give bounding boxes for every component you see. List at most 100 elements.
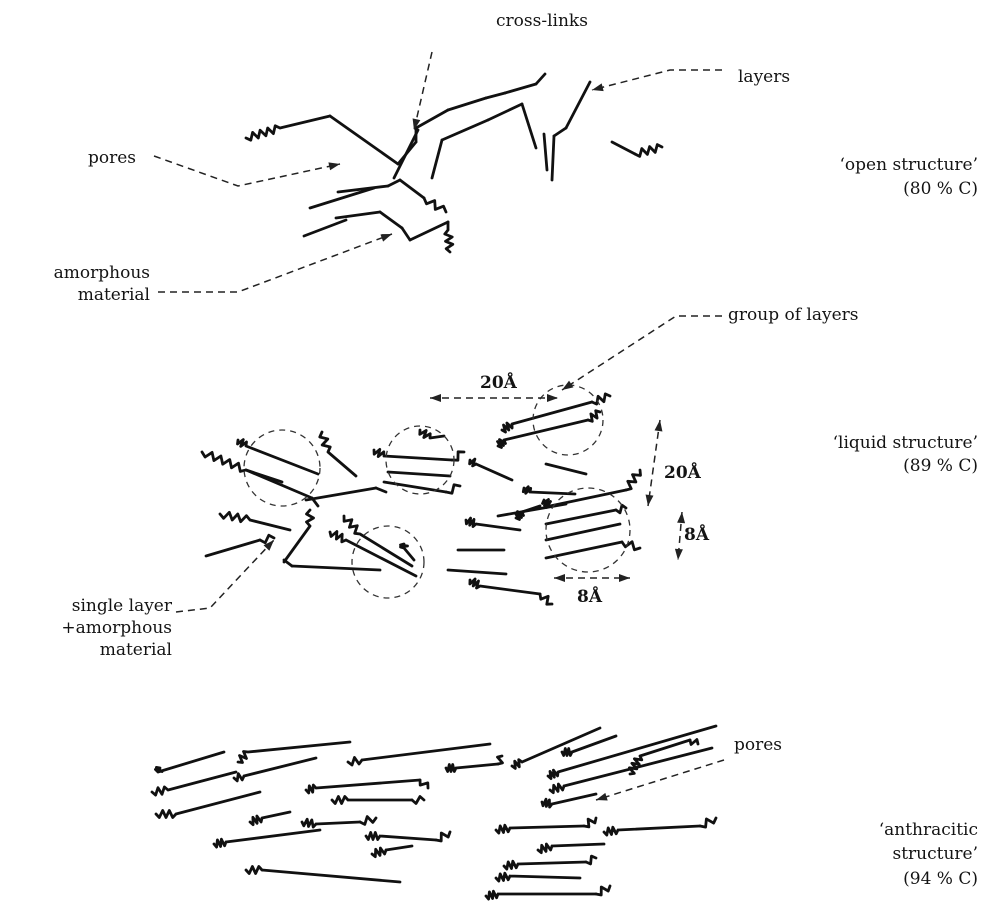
- carbon-layer: [546, 464, 586, 474]
- carbon-layer: [330, 116, 398, 164]
- leader-arrows: [154, 52, 724, 801]
- carbon-layer: [536, 74, 545, 84]
- open-structure-carbon: (80 % C): [770, 178, 978, 200]
- carbon-layer: [410, 222, 448, 240]
- carbon-layer: [292, 566, 380, 570]
- carbon-layer: [562, 736, 616, 756]
- carbon-layer: [466, 518, 520, 530]
- carbon-layer: [554, 128, 566, 136]
- carbon-layer: [552, 136, 554, 180]
- carbon-layer: [246, 470, 312, 498]
- carbon-layer: [446, 485, 460, 493]
- group-of-layers-label: group of layers: [728, 304, 859, 326]
- amorphous-label-line2: material: [20, 284, 150, 306]
- carbon-layer: [238, 440, 319, 474]
- carbon-layer: [152, 772, 236, 795]
- carbon-layer: [546, 542, 622, 558]
- carbon-layer: [366, 833, 436, 841]
- dimension-20a-vertical: 20Å: [664, 462, 701, 484]
- amorphous-arrow-head: [380, 234, 392, 242]
- carbon-layer: [214, 830, 320, 847]
- carbon-layer: [284, 560, 292, 566]
- carbon-layer: [400, 180, 424, 198]
- carbon-layer: [540, 594, 552, 604]
- amorphous-label-line1: amorphous: [20, 262, 150, 284]
- carbon-layer: [348, 744, 490, 765]
- single-layer-label-line2: +amorphous: [20, 617, 172, 639]
- carbon-layer: [690, 740, 698, 745]
- carbon-layer: [442, 120, 488, 140]
- anthracitic-structure-label-line1: ‘anthracitic: [770, 819, 978, 841]
- carbon-layer: [388, 180, 400, 186]
- carbon-layer: [700, 818, 716, 827]
- carbon-layer: [604, 826, 700, 835]
- carbon-layer: [622, 542, 640, 550]
- carbon-layer: [448, 98, 486, 110]
- carbon-layer: [380, 212, 402, 228]
- carbon-layer: [586, 856, 596, 864]
- dim-8-vertical-arrow-head: [675, 549, 683, 560]
- dimension-8a-vertical: 8Å: [684, 524, 709, 546]
- carbon-layer: [592, 394, 610, 404]
- layers-arrow: [592, 70, 722, 90]
- carbon-layer: [488, 104, 522, 120]
- liquid-structure-label: ‘liquid structure’: [770, 432, 978, 454]
- dim-8-horizontal-arrow-head: [619, 574, 630, 582]
- carbon-layer: [336, 212, 380, 218]
- carbon-layer: [374, 449, 452, 460]
- amorphous-arrow: [158, 234, 392, 292]
- carbon-layer: [470, 459, 512, 480]
- carbon-layer: [220, 512, 290, 530]
- carbon-layer: [448, 570, 506, 574]
- carbon-layer: [306, 780, 420, 793]
- carbon-layer: [502, 402, 592, 432]
- carbon-layer: [612, 142, 635, 154]
- carbon-layer: [344, 516, 412, 566]
- carbon-layer: [401, 544, 415, 560]
- carbon-layer: [402, 228, 410, 240]
- cross-links-arrow: [414, 52, 432, 130]
- carbon-layer: [584, 818, 596, 827]
- carbon-layer: [486, 891, 596, 899]
- group-of-layers-arrow-head: [562, 381, 573, 390]
- dimension-20a-horizontal: 20Å: [480, 372, 517, 394]
- carbon-layer: [445, 222, 453, 252]
- carbon-layer: [424, 198, 446, 212]
- dim-20-vertical-arrow: [648, 420, 660, 506]
- carbon-layer: [206, 540, 260, 556]
- dim-20-horizontal-arrow-head: [430, 394, 441, 402]
- pores-bottom-arrow-head: [596, 793, 608, 801]
- pores-label-bottom: pores: [734, 734, 782, 756]
- carbon-layer: [360, 817, 376, 825]
- carbon-layer: [544, 134, 547, 170]
- carbon-layer: [446, 764, 498, 772]
- layer-group-circle: [244, 430, 320, 506]
- carbon-layer: [566, 82, 590, 128]
- carbon-layers: [152, 74, 716, 899]
- dim-20-horizontal-arrow-head: [547, 394, 558, 402]
- carbon-layer: [496, 825, 584, 833]
- carbon-layer: [546, 510, 616, 524]
- carbon-layer: [635, 145, 662, 157]
- dim-20-vertical-arrow-head: [646, 495, 654, 506]
- carbon-layer: [156, 792, 260, 818]
- carbon-layer: [496, 873, 580, 881]
- single-layer-label-line1: single layer: [20, 595, 172, 617]
- carbon-layer: [538, 844, 604, 853]
- carbon-layer: [372, 846, 412, 857]
- carbon-layer: [420, 430, 444, 438]
- carbon-layer: [498, 756, 503, 764]
- carbon-layer: [332, 797, 412, 804]
- pores-top-arrow-head: [328, 162, 340, 170]
- group-of-layers-arrow: [562, 316, 722, 390]
- open-structure-label: ‘open structure’: [770, 154, 978, 176]
- layers-arrow-head: [592, 83, 604, 91]
- anthracitic-structure-label-line2: structure’: [770, 843, 978, 865]
- layers-label: layers: [738, 66, 790, 88]
- carbon-layer: [588, 411, 600, 422]
- carbon-layer: [616, 505, 626, 513]
- carbon-layer: [238, 742, 350, 763]
- liquid-structure-carbon: (89 % C): [770, 455, 978, 477]
- carbon-layer: [432, 140, 442, 178]
- pores-bottom-arrow: [596, 760, 724, 800]
